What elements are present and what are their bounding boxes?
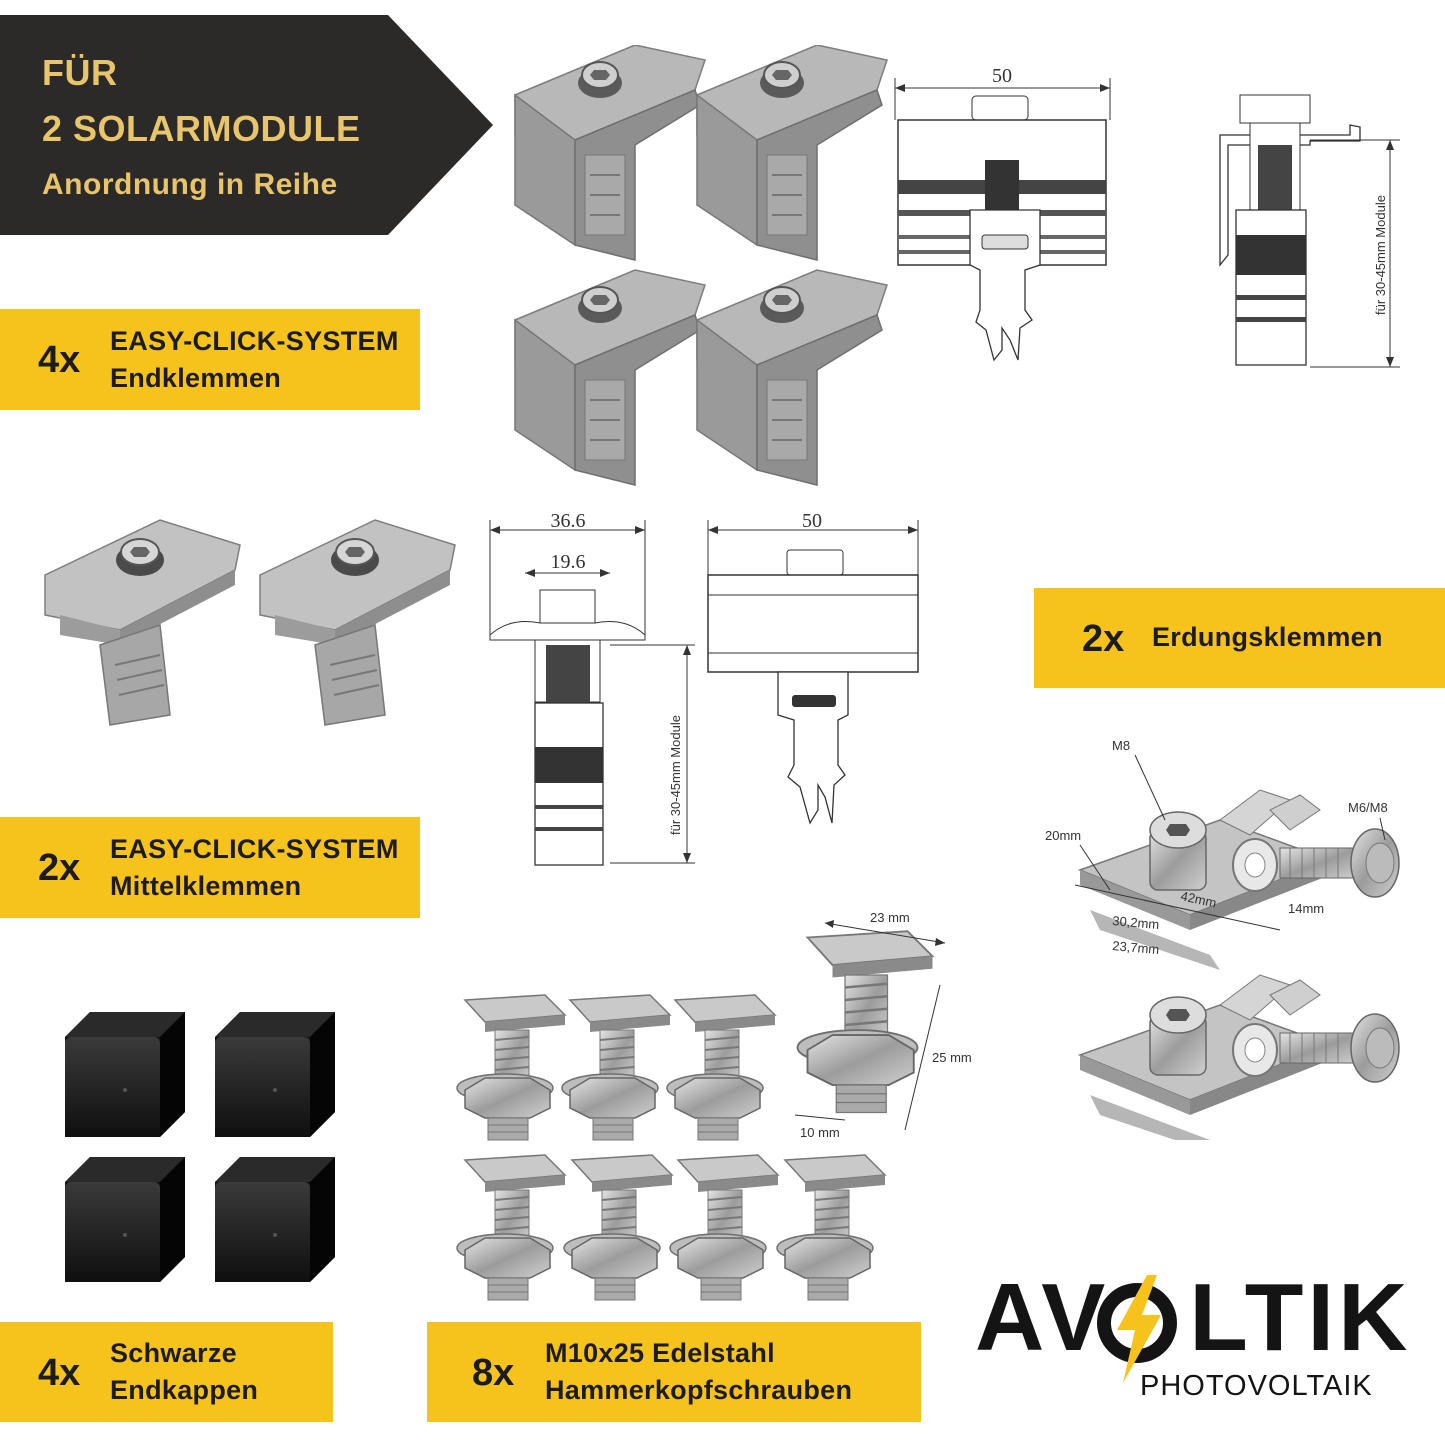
end-clamps-line2: Endklemmen: [110, 363, 282, 393]
dim-mid-side-inner: 19.6: [551, 551, 586, 573]
dim-screw-length: 25 mm: [932, 1050, 972, 1065]
grounding-text: Erdungsklemmen: [1152, 622, 1383, 652]
mid-clamps-line2: Mittelklemmen: [110, 871, 302, 901]
header-line-3: Anordnung in Reihe: [42, 168, 338, 201]
mid-clamp-front-drawing: 50: [707, 510, 919, 825]
header-line-1: FÜR: [42, 52, 118, 93]
mid-clamps-label: 2x EASY-CLICK-SYSTEM Mittelklemmen: [0, 817, 420, 918]
screws-qty: 8x: [472, 1352, 515, 1394]
dim-20mm: 20mm: [1045, 828, 1081, 843]
end-clamp-front-drawing: 50: [894, 65, 1111, 362]
end-caps-line2: Endkappen: [110, 1375, 259, 1405]
end-caps-line1: Schwarze: [110, 1338, 237, 1368]
dim-mid-side-outer: 36.6: [551, 510, 586, 532]
dim-screw-thread: 10 mm: [800, 1125, 840, 1140]
dim-42mm: 42mm: [1179, 888, 1217, 910]
screws-label: 8x M10x25 Edelstahl Hammerkopfschrauben: [427, 1322, 921, 1422]
logo-part2: LTIK: [1189, 1264, 1412, 1371]
end-clamp-side-note: für 30-45mm Module: [1373, 195, 1388, 315]
logo-copyright: ©: [1384, 1284, 1395, 1300]
grounding-qty: 2x: [1082, 618, 1125, 660]
screws-line2: Hammerkopfschrauben: [545, 1375, 853, 1405]
dim-30-2mm: 30,2mm: [1112, 913, 1160, 932]
dim-23-7mm: 23,7mm: [1112, 938, 1160, 957]
end-caps-image: [65, 1012, 335, 1282]
header-banner: [0, 15, 493, 235]
dim-mid-front-width: 50: [802, 510, 822, 532]
screws-line1: M10x25 Edelstahl: [545, 1338, 775, 1368]
logo-bolt-icon: [1097, 1275, 1177, 1383]
dim-screw-head: 23 mm: [870, 910, 910, 925]
mid-clamps-image: [44, 519, 456, 726]
end-clamp-side-drawing: für 30-45mm Module: [1219, 94, 1400, 368]
mid-clamps-qty: 2x: [38, 847, 81, 889]
mid-clamp-side-drawing: 36.6 19.6 für 30-45mm Module: [489, 510, 695, 866]
grounding-clamps-image: M8 M6/M8 20mm 42mm 14mm 30,2mm 23,7mm: [1045, 738, 1400, 1140]
grounding-label: 2x Erdungsklemmen: [1034, 588, 1445, 688]
logo-subtitle: PHOTOVOLTAIK: [1140, 1370, 1373, 1402]
mid-clamp-side-note: für 30-45mm Module: [668, 715, 683, 835]
end-clamps-label: 4x EASY-CLICK-SYSTEM Endklemmen: [0, 309, 420, 410]
end-clamps-qty: 4x: [38, 339, 81, 381]
end-caps-label: 4x Schwarze Endkappen: [0, 1322, 333, 1422]
dim-m8: M8: [1112, 738, 1130, 753]
dim-m6m8: M6/M8: [1348, 800, 1388, 815]
dim-end-front-width: 50: [992, 65, 1012, 87]
header-line-2: 2 SOLARMODULE: [42, 108, 361, 149]
end-clamps-line1: EASY-CLICK-SYSTEM: [110, 326, 399, 356]
dim-14mm: 14mm: [1288, 901, 1324, 916]
screws-image: 23 mm 25 mm 10 mm: [456, 910, 972, 1301]
logo-part1: AV: [975, 1264, 1110, 1371]
end-clamps-image: [514, 45, 888, 486]
mid-clamps-line1: EASY-CLICK-SYSTEM: [110, 834, 399, 864]
end-caps-qty: 4x: [38, 1352, 81, 1394]
